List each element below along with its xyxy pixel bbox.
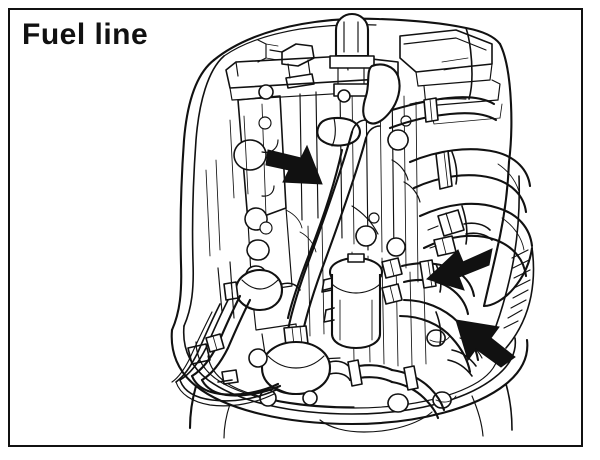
- figure-frame: [8, 8, 583, 447]
- figure-title: Fuel line: [22, 18, 149, 51]
